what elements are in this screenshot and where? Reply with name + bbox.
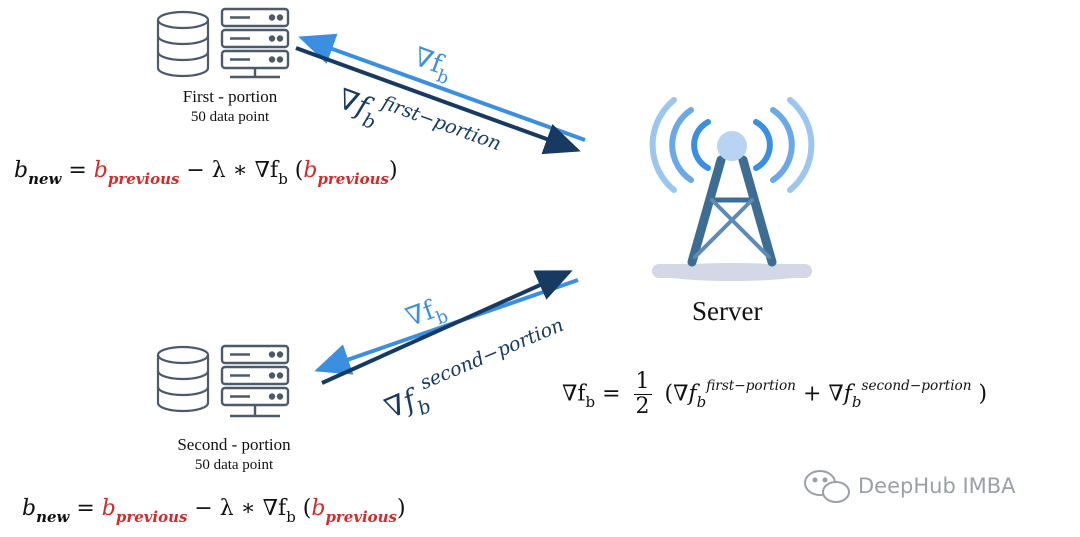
server-label: Server <box>692 296 763 326</box>
arrow-gradient-to-first <box>298 33 586 142</box>
first-portion-count: 50 data point <box>190 109 270 125</box>
server-rack-icon-bottom <box>220 344 290 418</box>
update-formula-bottom: bnew = bprevious − λ ∗ ∇fb (bprevious) <box>22 496 406 526</box>
database-icon-bottom <box>156 345 210 413</box>
arrow-second-to-server <box>321 270 573 385</box>
tower-antenna-icon <box>649 97 815 281</box>
wechat-icon <box>804 470 850 503</box>
database-icon-top <box>156 10 210 78</box>
arrow-first-to-server <box>295 46 581 155</box>
server-rack-icon-top <box>220 7 290 79</box>
first-portion-label: First - portion <box>182 87 278 106</box>
watermark-text: DeepHub IMBA <box>858 474 1016 498</box>
update-formula-top: bnew = bprevious − λ ∗ ∇fb (bprevious) <box>14 158 398 188</box>
second-portion-count: 50 data point <box>194 457 274 473</box>
second-portion-label: Second - portion <box>177 435 291 454</box>
